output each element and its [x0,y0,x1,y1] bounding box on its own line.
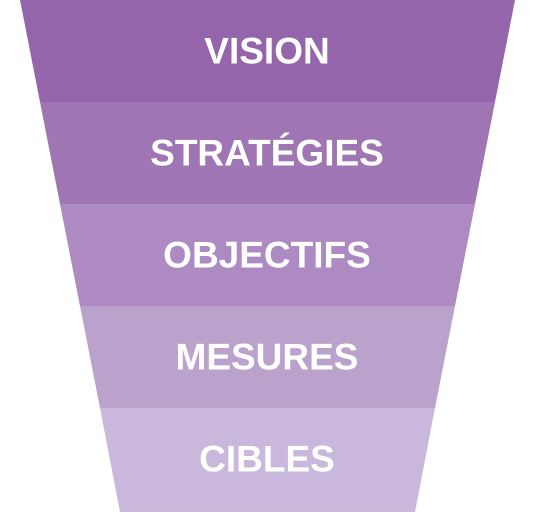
funnel-tier-objectifs: OBJECTIFS [60,204,475,306]
funnel-tier-mesures-shape [80,306,455,408]
funnel-tier-strategies-label: STRATÉGIES [150,133,384,174]
funnel-tier-objectifs-shape [60,204,475,306]
funnel-tier-mesures-label: MESURES [176,337,359,378]
funnel-tier-cibles-shape [100,408,435,512]
funnel-tier-strategies: STRATÉGIES [40,102,495,204]
funnel-tier-mesures: MESURES [80,306,455,408]
funnel-tier-vision-label: VISION [204,31,329,72]
funnel-tier-strategies-shape [40,102,495,204]
funnel-tier-objectifs-label: OBJECTIFS [163,235,371,276]
funnel-tier-vision-shape [20,0,515,102]
funnel-tier-cibles: CIBLES [100,408,435,512]
funnel-tier-cibles-label: CIBLES [199,439,335,480]
funnel-tier-vision: VISION [20,0,515,102]
